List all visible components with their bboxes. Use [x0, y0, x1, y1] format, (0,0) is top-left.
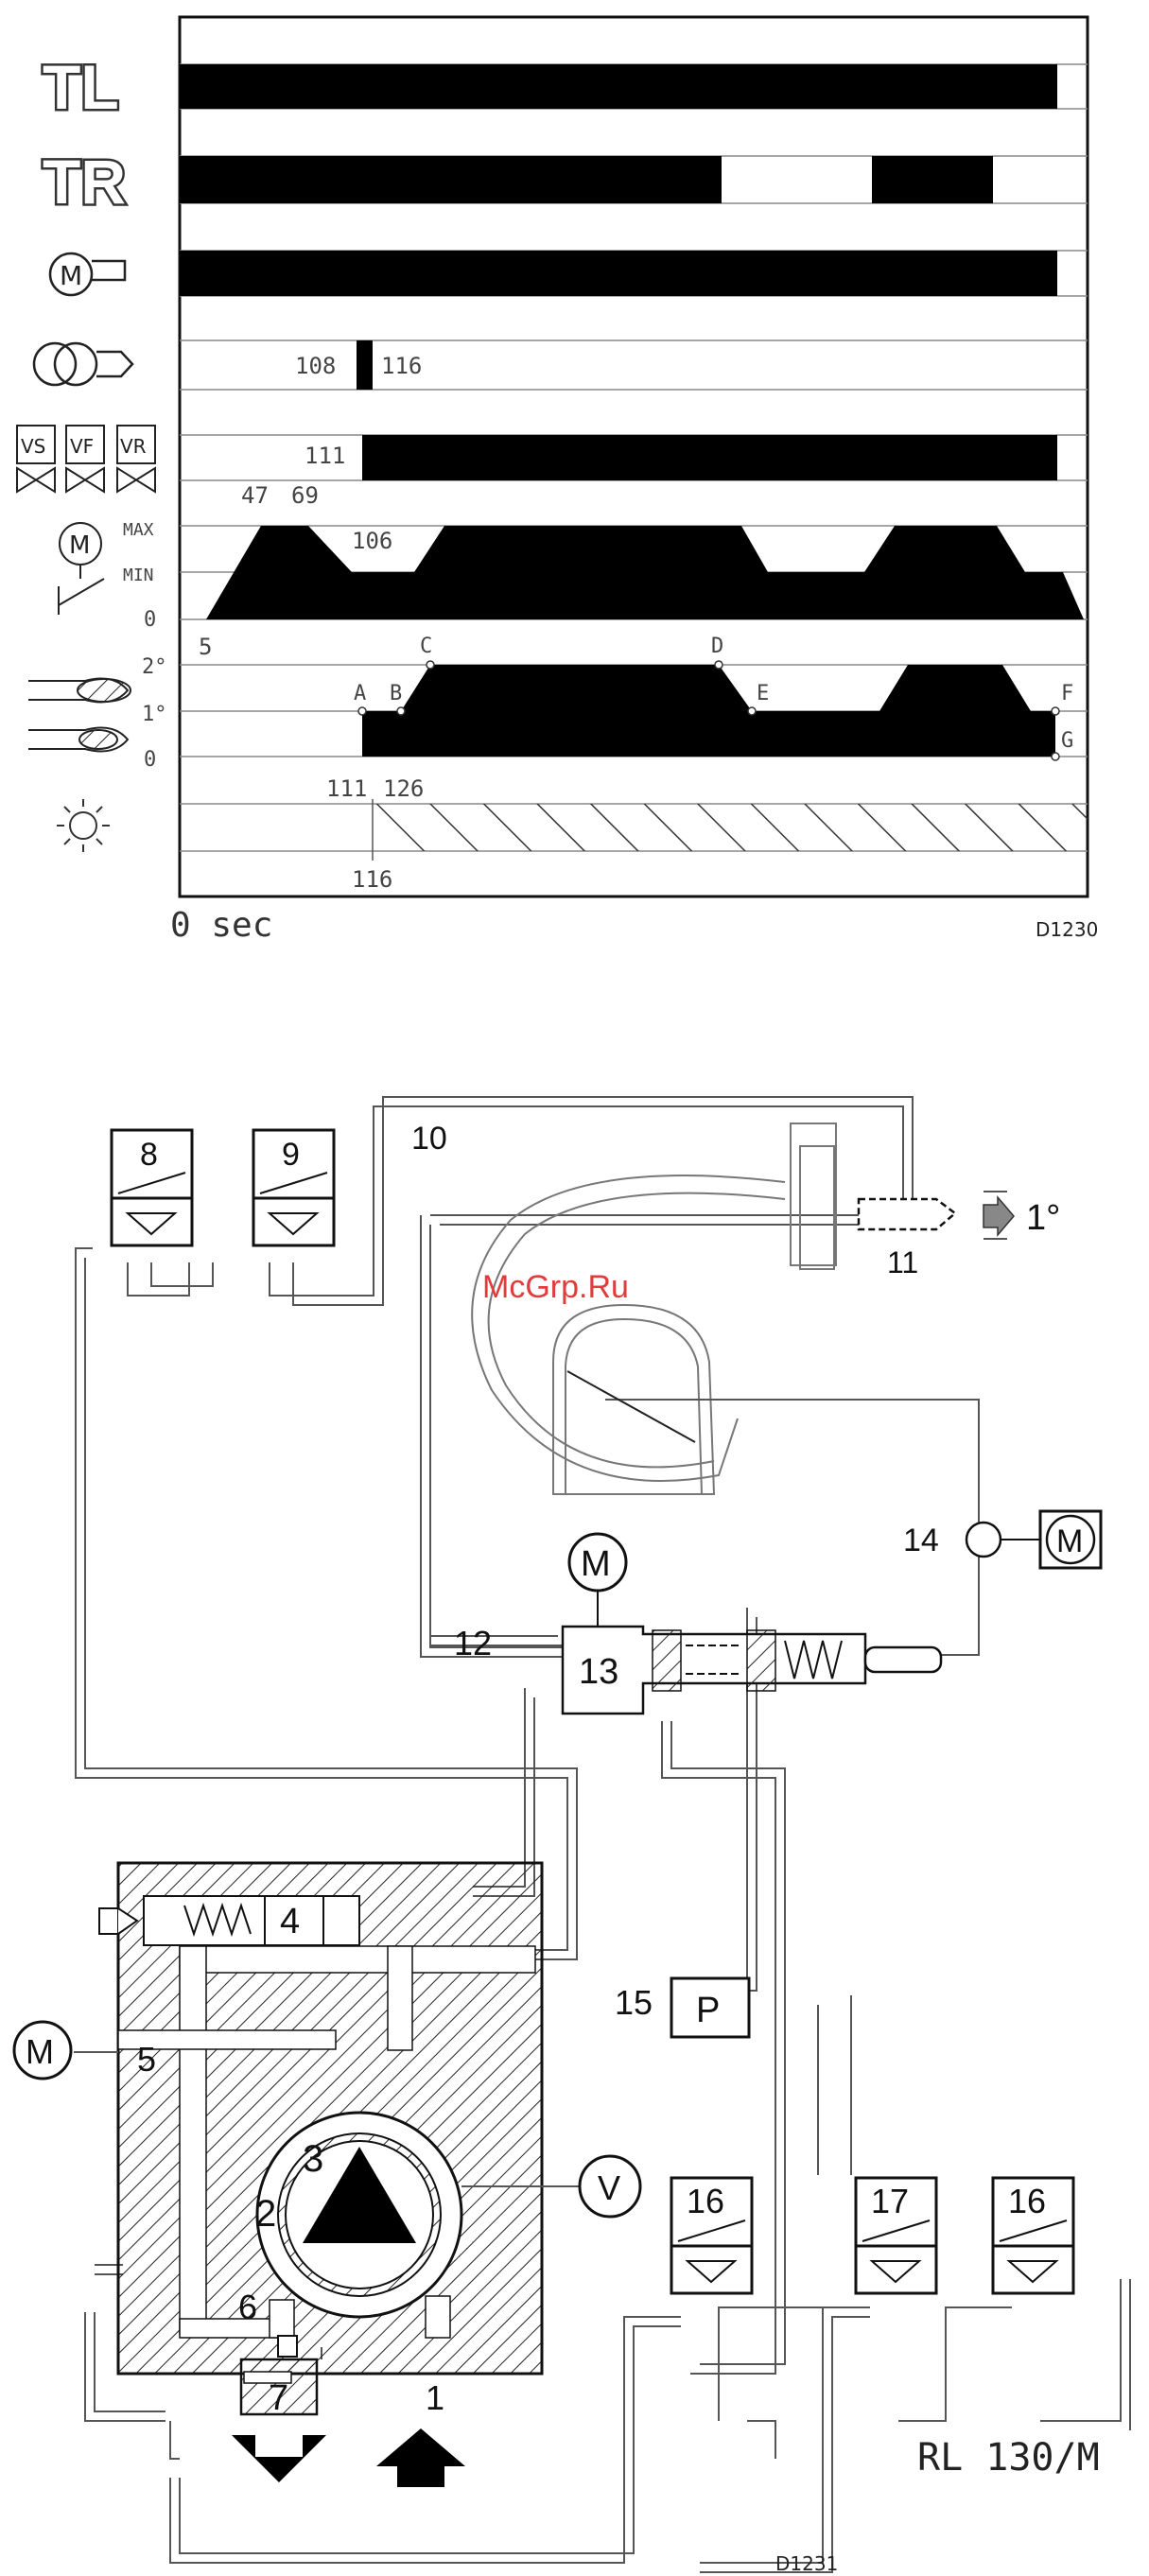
callout-17: 17 [871, 2182, 909, 2220]
callout-16-b: 16 [1008, 2182, 1046, 2220]
damper-level-max: MAX [123, 520, 154, 540]
valve-label-vs: VS [21, 435, 45, 458]
callout-13: 13 [579, 1652, 618, 1692]
pressure-switch-letter: P [696, 1991, 720, 2030]
air-damper-profile [206, 526, 1084, 619]
callout-12: 12 [454, 1624, 492, 1662]
hydraulic-figure-code: D1231 [775, 2552, 838, 2575]
callout-1: 1 [426, 2378, 444, 2417]
motor-bar [180, 251, 1057, 296]
valve-bar [362, 435, 1057, 480]
callout-9: 9 [282, 1137, 300, 1173]
model-label: RL 130/M [917, 2436, 1100, 2480]
valve-open-time: 111 [305, 443, 345, 469]
callout-3: 3 [303, 2138, 323, 2180]
fuel-point-f: F [1061, 682, 1073, 705]
callout-8: 8 [140, 1137, 158, 1173]
nozzle-11 [859, 1192, 1014, 1239]
air-damper-motor-letter: M [69, 531, 90, 560]
row-label-tl: TL [43, 52, 119, 122]
tr-bar-1 [180, 156, 722, 203]
fan-housing [472, 1123, 836, 1494]
damper-time-5: 5 [199, 634, 212, 660]
timing-figure-code: D1230 [1036, 918, 1098, 941]
return-arrow-icon [232, 2435, 326, 2482]
modulator-motor-letter: M [581, 1544, 611, 1584]
fuel-time-126: 126 [383, 775, 424, 802]
callout-16-a: 16 [687, 2182, 724, 2220]
callout-11: 11 [887, 1245, 918, 1279]
fuel-point-d: D [711, 635, 723, 658]
damper-time-69: 69 [291, 482, 319, 509]
valve-label-vr: VR [120, 435, 147, 458]
fuel-level-0: 0 [144, 748, 156, 772]
timing-diagram: TL TR M 108 116 VS VF VR 111 [17, 17, 1098, 945]
damper-level-min: MIN [123, 566, 154, 585]
callout-6: 6 [238, 2288, 257, 2326]
tr-bar-2 [872, 156, 993, 203]
vacuum-gauge-letter: V [598, 2168, 620, 2207]
ignition-transformer-icon [34, 343, 132, 385]
pivot-14 [966, 1523, 1001, 1557]
flame-hatched-bar [373, 804, 1088, 851]
damper-level-zero: 0 [144, 608, 156, 632]
fuel-time-111: 111 [326, 775, 367, 802]
pump-gauge-motor-letter: M [26, 2032, 54, 2071]
pressure-regulator-13 [563, 1627, 941, 1714]
valve-label-vf: VF [70, 435, 94, 458]
callout-7: 7 [269, 2378, 288, 2418]
fuel-point-c: C [420, 635, 432, 658]
fuel-stage-profile [362, 665, 1055, 757]
fuel-point-a: A [354, 682, 366, 705]
ignition-end-time: 116 [381, 353, 422, 379]
fuel-level-2: 2° [142, 655, 167, 679]
suction-arrow-icon [376, 2428, 465, 2487]
row-label-tr: TR [43, 147, 126, 217]
nozzle-stage-label: 1° [1026, 1198, 1060, 1238]
fuel-point-b: B [390, 682, 402, 705]
callout-5: 5 [137, 2040, 156, 2079]
callout-10: 10 [411, 1121, 447, 1157]
ignition-start-time: 108 [295, 353, 336, 379]
x-axis-label: 0 sec [170, 906, 272, 945]
ignition-bar [357, 340, 373, 390]
fuel-point-e: E [757, 682, 769, 705]
fuel-point-g: G [1061, 729, 1073, 753]
damper-time-106: 106 [352, 528, 392, 554]
flame-time: 116 [352, 866, 392, 893]
tl-bar [180, 64, 1057, 109]
watermark: McGrp.Ru [482, 1269, 629, 1305]
callout-4: 4 [280, 1902, 300, 1941]
callout-15: 15 [615, 1983, 653, 2022]
motor-icon-letter: M [60, 260, 82, 291]
servo-motor-letter: M [1056, 1523, 1083, 1559]
nozzle-icons [28, 679, 131, 752]
hydraulic-diagram: 8 9 10 1° 11 McGrp.Ru [14, 1097, 1130, 2575]
damper-time-47: 47 [241, 482, 269, 509]
callout-14: 14 [903, 1523, 939, 1558]
callout-2: 2 [255, 2193, 276, 2235]
fuel-level-1: 1° [142, 703, 167, 726]
flame-sun-icon [57, 799, 110, 852]
